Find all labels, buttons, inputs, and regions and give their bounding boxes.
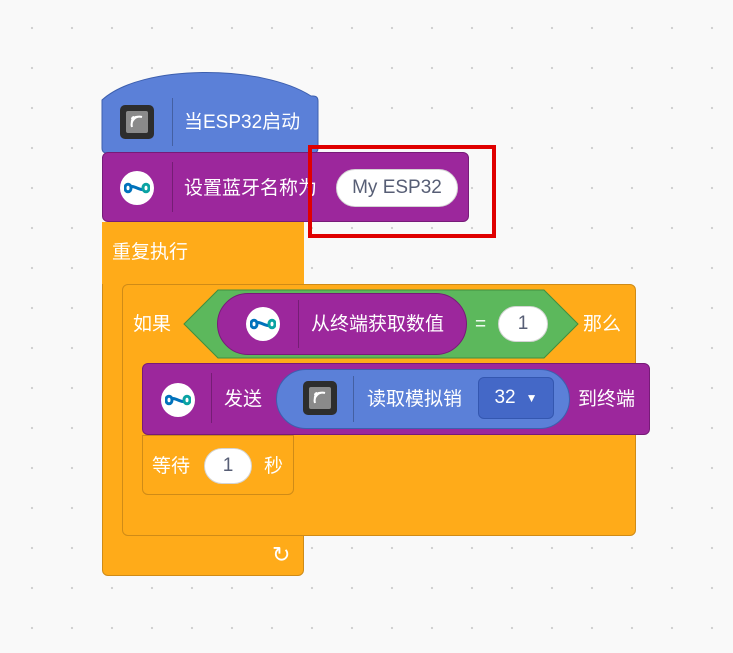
divider bbox=[211, 373, 212, 423]
if-label: 如果 bbox=[133, 314, 172, 335]
divider bbox=[172, 98, 173, 146]
dropdown-caret-icon: ▼ bbox=[525, 391, 538, 405]
infinity-logo-icon bbox=[246, 307, 280, 341]
serial-read-label: 从终端获取数值 bbox=[311, 314, 445, 335]
then-label: 那么 bbox=[583, 314, 622, 335]
pin-dropdown[interactable]: 32 ▼ bbox=[478, 377, 554, 419]
equals-sign: = bbox=[475, 314, 487, 335]
hat-block-label: 当ESP32启动 bbox=[184, 112, 301, 133]
compare-value-input[interactable]: 1 bbox=[498, 306, 548, 342]
loop-arrow-icon: ↻ bbox=[272, 542, 291, 567]
divider bbox=[172, 162, 173, 212]
wait-seconds-input[interactable]: 1 bbox=[204, 448, 252, 484]
esp32-chip-icon bbox=[303, 381, 337, 415]
wait-suffix-label: 秒 bbox=[264, 456, 284, 477]
divider bbox=[298, 300, 299, 348]
analog-read-label: 读取模拟销 bbox=[367, 389, 463, 410]
esp32-chip-icon bbox=[120, 105, 154, 139]
send-suffix-label: 到终端 bbox=[578, 389, 636, 410]
send-prefix-label: 发送 bbox=[224, 389, 263, 410]
forever-block-mouth bbox=[102, 222, 304, 284]
divider bbox=[353, 376, 354, 422]
pin-dropdown-value: 32 bbox=[494, 387, 516, 408]
highlight-box bbox=[308, 145, 496, 238]
infinity-logo-icon bbox=[161, 383, 195, 417]
bluetooth-name-input[interactable]: My ESP32 bbox=[336, 169, 458, 207]
forever-block-label: 重复执行 bbox=[112, 242, 189, 263]
set-bluetooth-name-label: 设置蓝牙名称为 bbox=[184, 178, 318, 199]
infinity-logo-icon bbox=[120, 171, 154, 205]
wait-prefix-label: 等待 bbox=[152, 456, 191, 477]
